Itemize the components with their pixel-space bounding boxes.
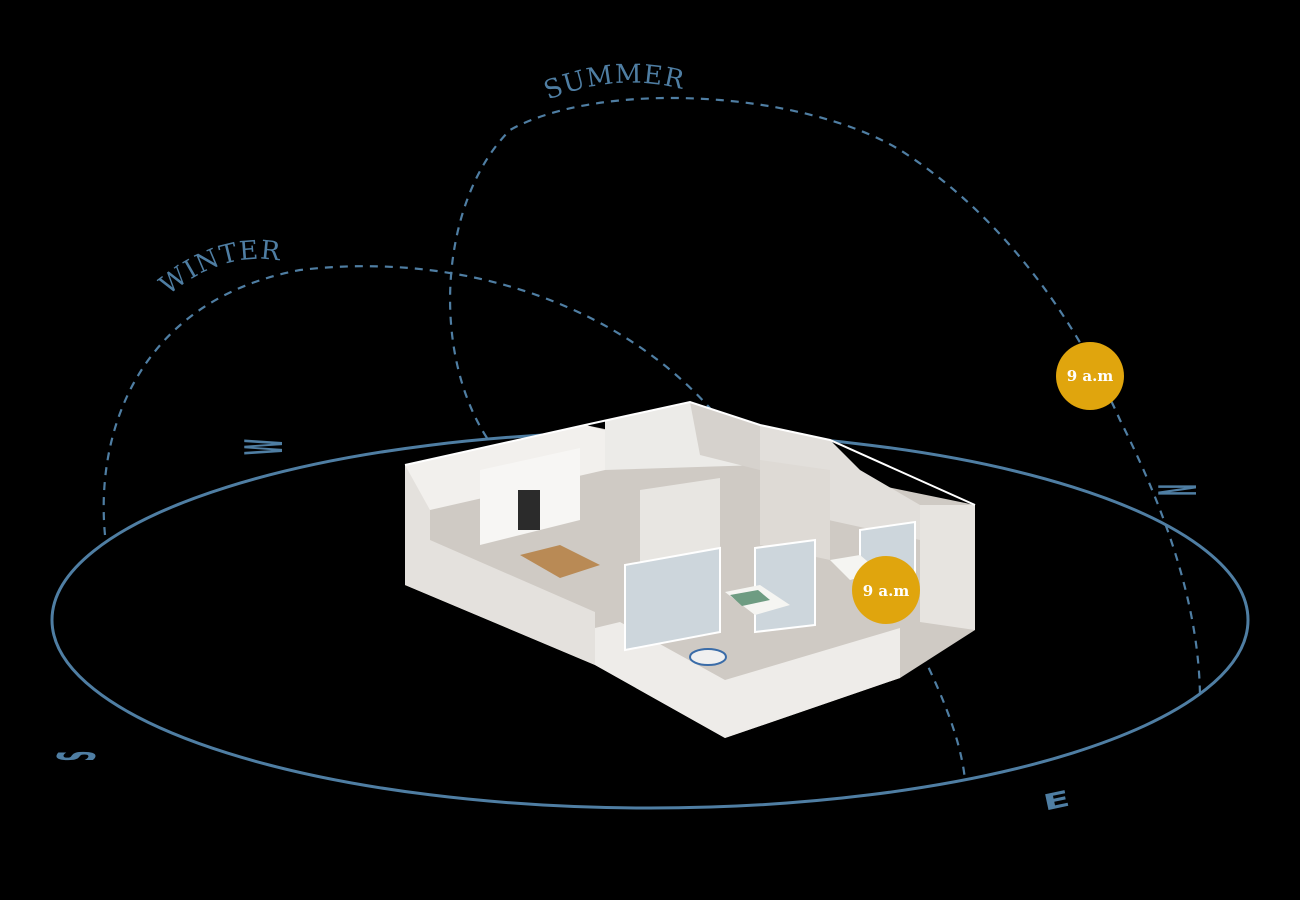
wall-top-edges (404, 400, 976, 506)
dining-table (520, 545, 600, 578)
summer-sun: 9 a.m (1056, 342, 1124, 410)
winter-label: WINTER (154, 235, 283, 301)
compass-east: E (1041, 786, 1072, 816)
living-window (624, 546, 721, 652)
apartment-3d-model (404, 400, 976, 738)
summer-sun-path (449, 96, 1202, 701)
compass-south: S (47, 751, 107, 761)
bed-1-blanket (730, 590, 770, 606)
summer-sun-time: 9 a.m (1067, 367, 1114, 385)
compass-north: N (1148, 484, 1208, 496)
compass-west: W (234, 439, 294, 455)
kitchen-oven (518, 490, 540, 530)
sun-icon (852, 556, 920, 624)
sun-icon (1056, 342, 1124, 410)
bedroom-window (754, 538, 816, 634)
outer-wall-front (595, 622, 900, 738)
summer-label: SUMMER (540, 60, 688, 107)
outer-wall-left (405, 462, 595, 665)
winter-sun: 9 a.m (852, 556, 920, 624)
winter-sun-time: 9 a.m (863, 582, 910, 600)
outer-wall-right (920, 505, 975, 630)
round-rug (689, 648, 727, 666)
bathroom-wall (690, 402, 760, 470)
partition-2 (760, 460, 830, 560)
